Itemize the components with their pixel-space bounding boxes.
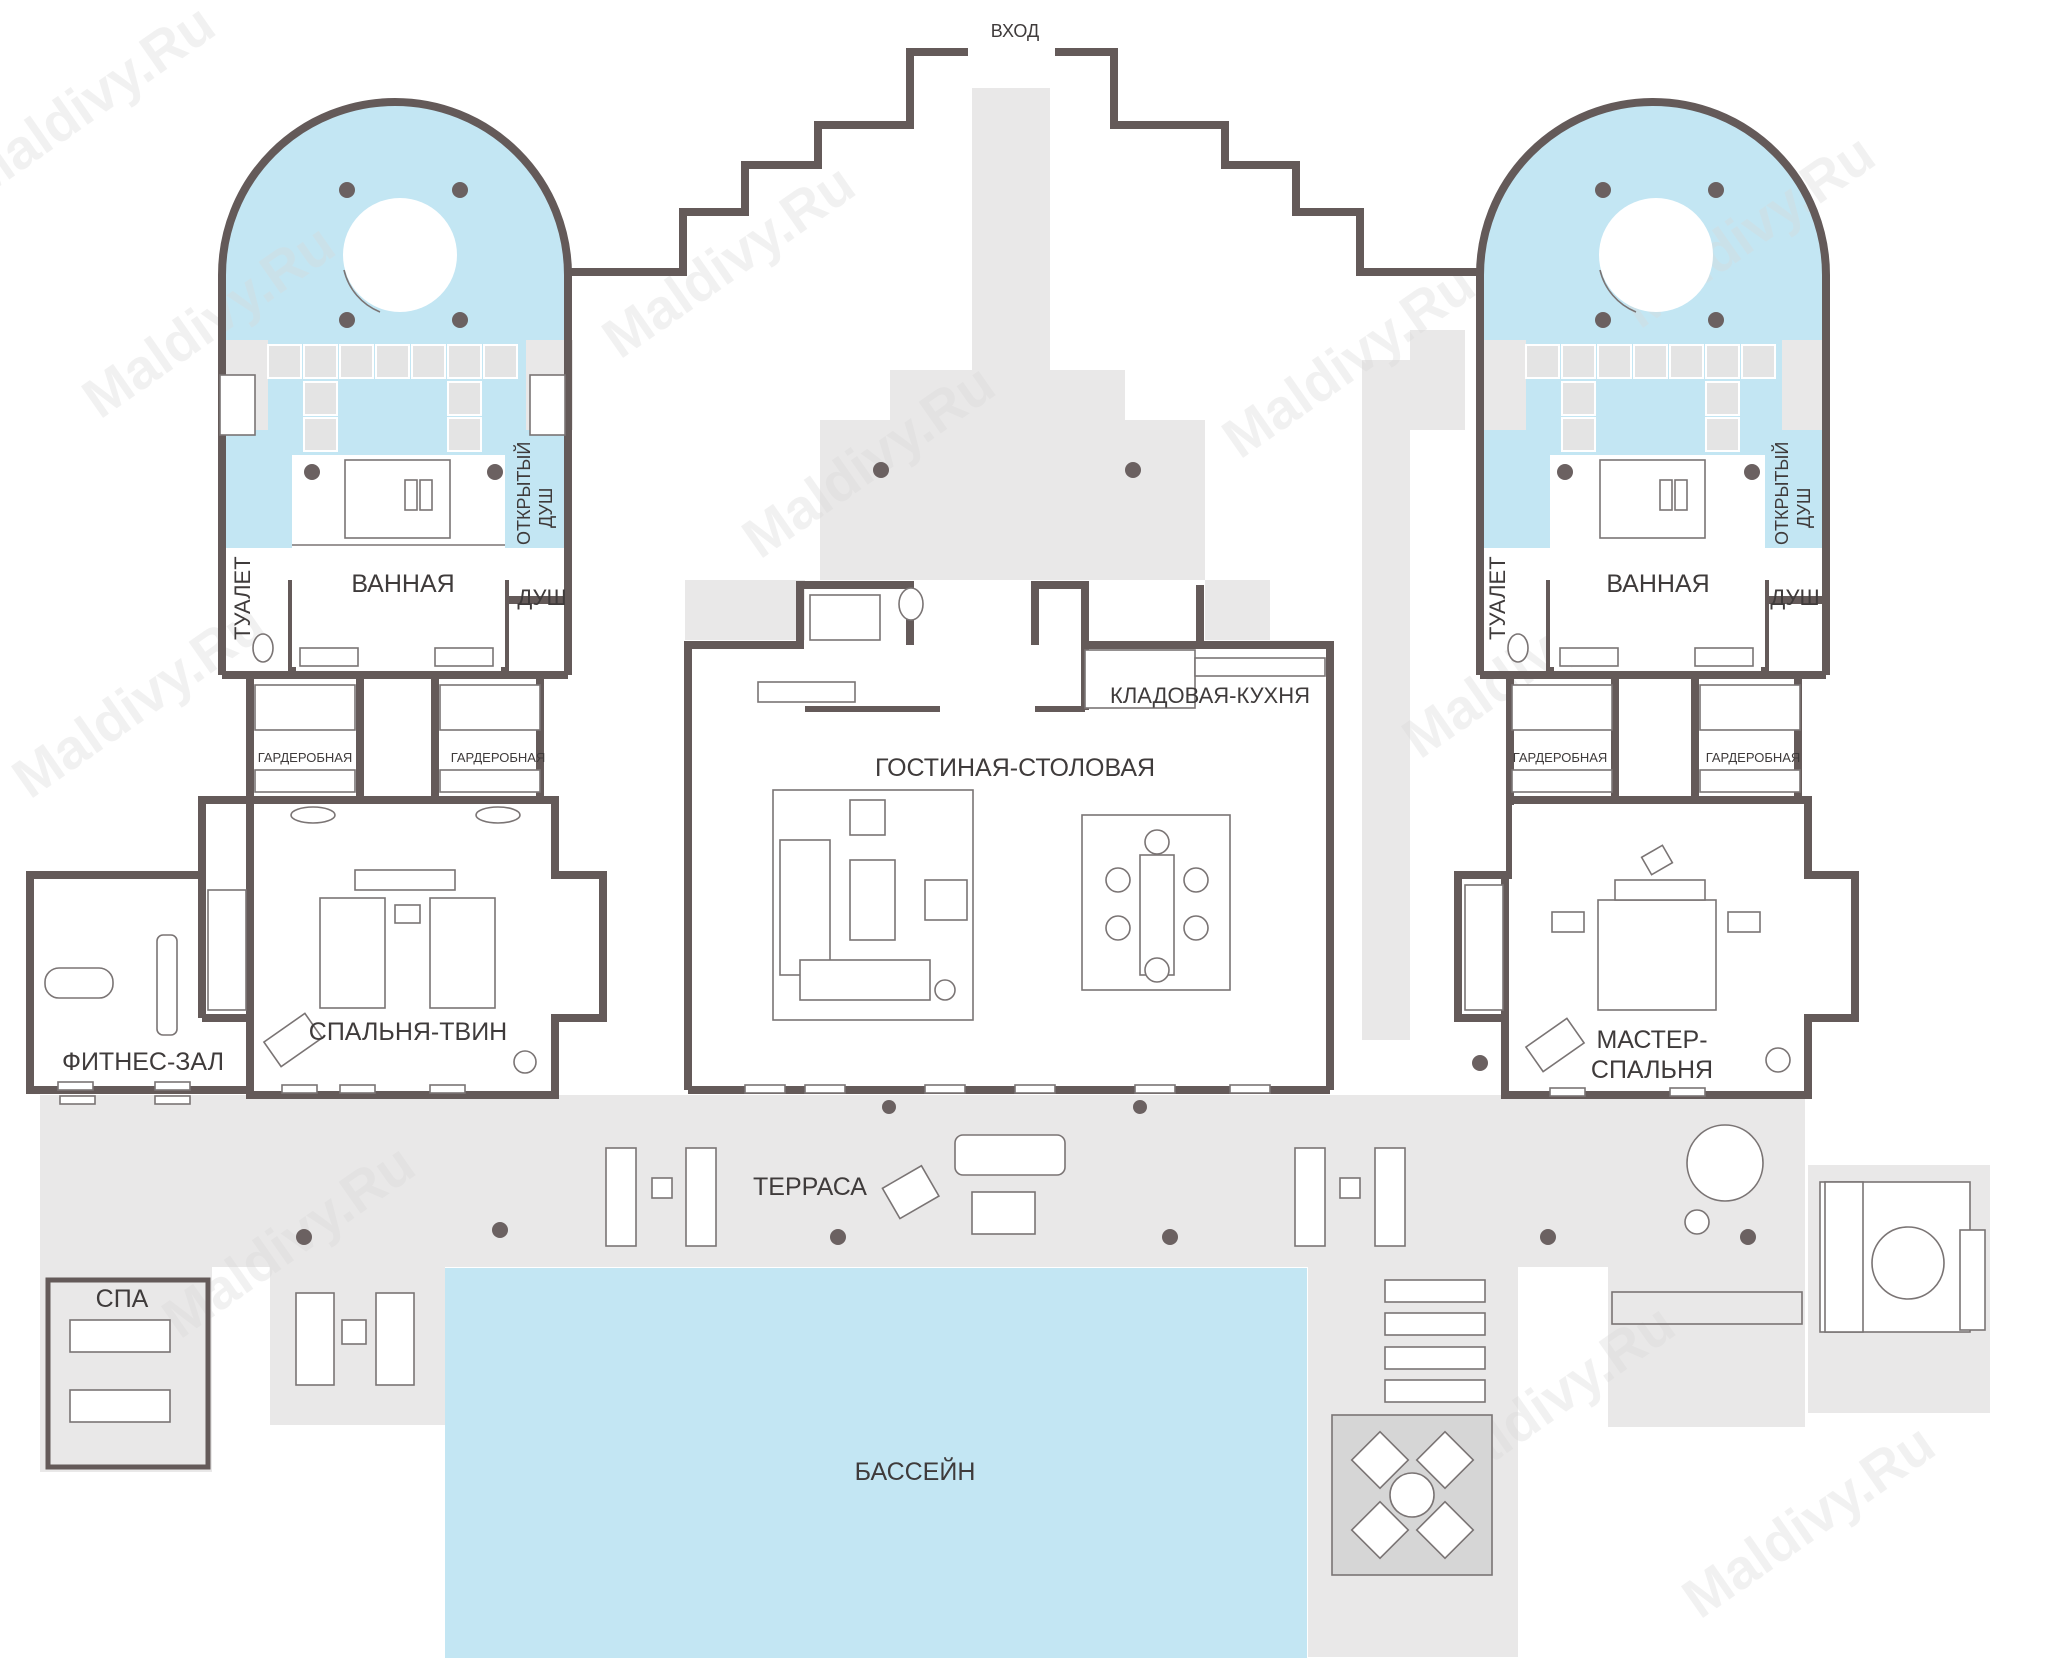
outdoor-shower-left-label-1: ОТКРЫТЫЙ <box>513 442 534 545</box>
twin-bedroom-label: СПАЛЬНЯ-ТВИН <box>309 1018 507 1046</box>
room-labels: ВХОД ВАННАЯ ВАННАЯ ОТКРЫТЫЙ ДУШ ОТКРЫТЫЙ… <box>62 21 1820 1486</box>
walls <box>26 48 1859 1470</box>
twin-bedroom-furniture <box>207 869 537 1094</box>
pool-label: БАССЕЙН <box>855 1456 976 1486</box>
svg-text:Maldivy.Ru: Maldivy.Ru <box>1671 1411 1946 1630</box>
bath-floor-left <box>219 374 566 667</box>
bath-tiles-left <box>267 344 518 452</box>
toilet-right-label: ТУАЛЕТ <box>1485 556 1510 640</box>
pool-water <box>445 1268 1307 1658</box>
toilet-left-label: ТУАЛЕТ <box>230 556 255 640</box>
wardrobe-1-label: ГАРДЕРОБНАЯ <box>258 750 353 765</box>
gym-furniture <box>34 880 198 1091</box>
wardrobe-4-label: ГАРДЕРОБНАЯ <box>1706 750 1801 765</box>
spa-furniture <box>69 1292 415 1423</box>
bath-tiles-right <box>1525 344 1776 452</box>
shower-left-label: ДУШ <box>517 585 566 610</box>
master-bedroom-furniture <box>1464 805 1802 1097</box>
terrace-furniture <box>59 462 1764 1247</box>
svg-text:Maldivy.Ru: Maldivy.Ru <box>591 151 866 370</box>
spa-label: СПА <box>96 1285 149 1313</box>
terrace-label: ТЕРРАСА <box>753 1173 867 1201</box>
outdoor-shower-right-label-2: ДУШ <box>1794 488 1814 528</box>
bath-right-label: ВАННАЯ <box>1606 570 1709 598</box>
wardrobe-2-label: ГАРДЕРОБНАЯ <box>451 750 546 765</box>
wardrobe-furniture <box>254 684 1801 824</box>
living-dining-label: ГОСТИНАЯ-СТОЛОВАЯ <box>875 754 1155 782</box>
svg-text:Maldivy.Ru: Maldivy.Ru <box>0 0 226 210</box>
bath-left-label: ВАННАЯ <box>351 570 454 598</box>
outdoor-shower-left-label-2: ДУШ <box>536 488 556 528</box>
gym-label: ФИТНЕС-ЗАЛ <box>62 1048 224 1076</box>
bath-floor-right <box>1507 455 1765 667</box>
bathtub-left <box>339 182 468 328</box>
pantry-label: КЛАДОВАЯ-КУХНЯ <box>1110 683 1310 708</box>
wardrobe-3-label: ГАРДЕРОБНАЯ <box>1513 750 1608 765</box>
shower-right-label: ДУШ <box>1770 585 1819 610</box>
bathtub-right <box>1595 182 1724 328</box>
master-bedroom-label-2: СПАЛЬНЯ <box>1591 1056 1713 1084</box>
outdoor-shower-right-label-1: ОТКРЫТЫЙ <box>1771 442 1792 545</box>
master-bedroom-label-1: МАСТЕР- <box>1596 1026 1707 1054</box>
living-room-interior <box>692 587 1326 1094</box>
outdoor-lounge <box>1819 1181 1986 1333</box>
entrance-label: ВХОД <box>991 21 1039 41</box>
pool-deck <box>1331 1279 1803 1576</box>
